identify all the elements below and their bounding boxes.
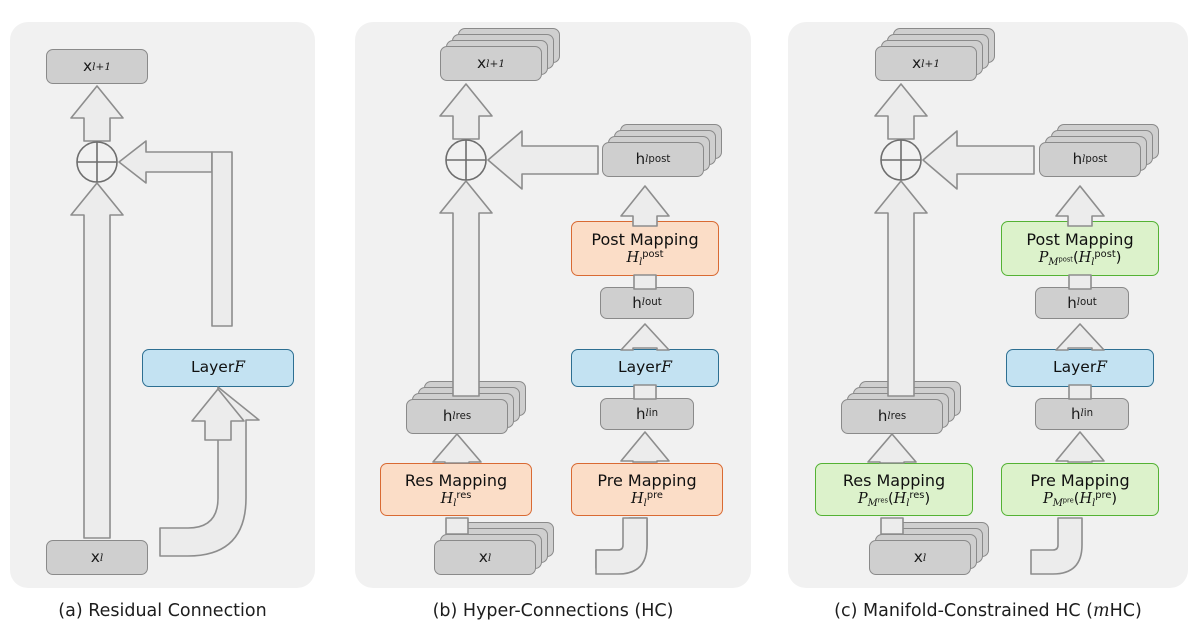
node-layer-c: Layer F (1006, 349, 1154, 387)
panel-residual-connection (10, 22, 315, 588)
node-post-mapping-c: Post Mapping PMpost(Hlpost) (1001, 221, 1159, 276)
node-pre-mapping-c: Pre Mapping PMpre(Hlpre) (1001, 463, 1159, 516)
pre-mapping-formula-c: PMpre(Hlpre) (1042, 489, 1118, 509)
node-res-mapping-b: Res Mapping Hlres (380, 463, 532, 516)
node-layer-b: Layer F (571, 349, 719, 387)
caption-panel-a: (a) Residual Connection (58, 601, 267, 621)
res-mapping-title-c: Res Mapping (842, 470, 946, 490)
post-mapping-formula-c: PMpost(Hlpost) (1038, 248, 1122, 268)
res-mapping-formula-b: Hlres (440, 489, 472, 509)
node-res-mapping-c: Res Mapping PMres(Hlres) (815, 463, 973, 516)
node-post-mapping-b: Post Mapping Hlpost (571, 221, 719, 276)
pre-mapping-formula-b: Hlpre (631, 489, 663, 509)
node-layer-a: Layer F (142, 349, 294, 387)
post-mapping-title-b: Post Mapping (591, 229, 699, 249)
post-mapping-formula-b: Hlpost (626, 248, 664, 268)
node-pre-mapping-b: Pre Mapping Hlpre (571, 463, 723, 516)
res-mapping-formula-c: PMres(Hlres) (857, 489, 931, 509)
res-mapping-title-b: Res Mapping (404, 470, 508, 490)
caption-panel-c: (c) Manifold-Constrained HC (mHC) (834, 601, 1142, 621)
pre-mapping-title-c: Pre Mapping (1030, 470, 1130, 490)
caption-panel-b: (b) Hyper-Connections (HC) (432, 601, 674, 621)
pre-mapping-title-b: Pre Mapping (597, 470, 697, 490)
post-mapping-title-c: Post Mapping (1026, 229, 1134, 249)
